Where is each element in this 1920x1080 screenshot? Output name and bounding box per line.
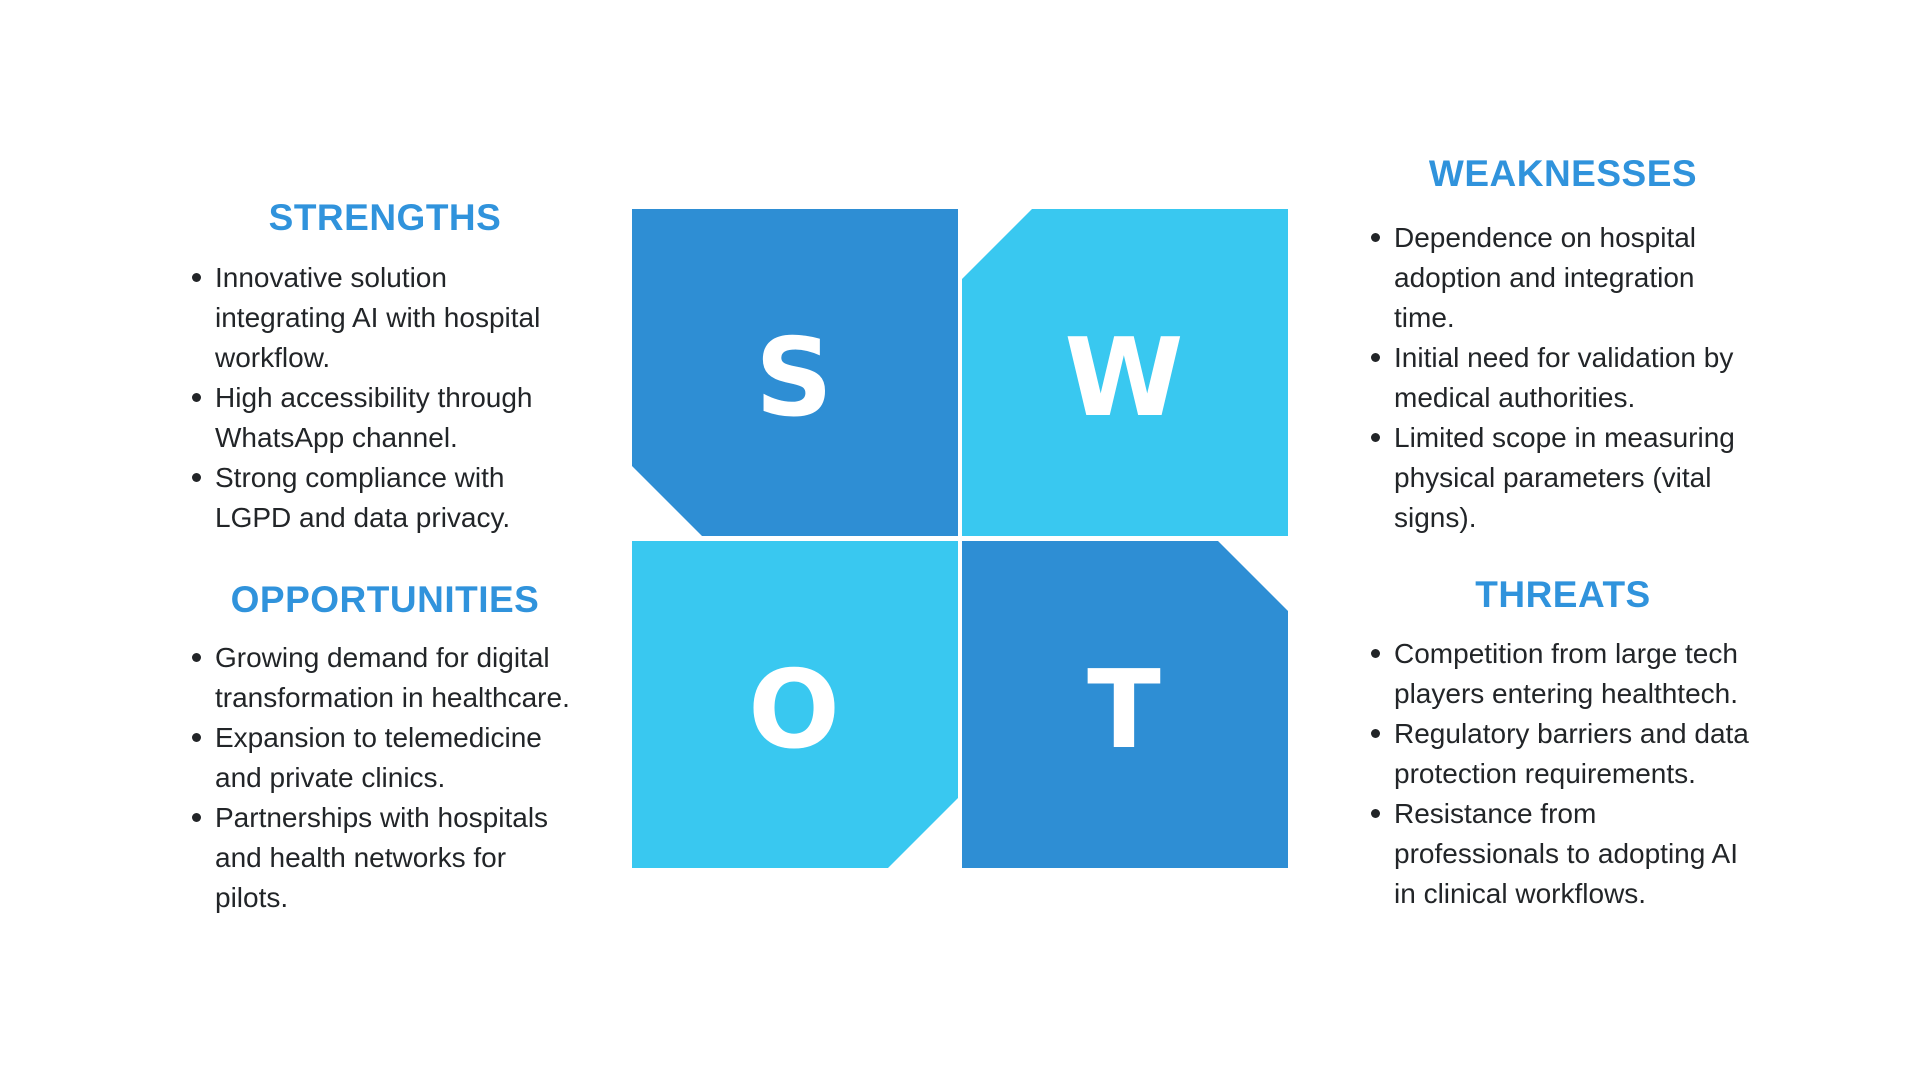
strengths-list: Innovative solution integrating AI with … [191,258,621,538]
swot-quadrant-graphic: S W O T [632,209,1288,868]
weaknesses-item: Initial need for validation by medical a… [1370,338,1810,418]
weaknesses-list: Dependence on hospital adoption and inte… [1370,218,1810,538]
strengths-letter: S [755,316,833,441]
opportunities-list: Growing demand for digital transformatio… [191,638,621,918]
weaknesses-letter: W [1064,316,1183,441]
opportunities-quadrant-shape [632,541,958,868]
weaknesses-item: Limited scope in measuring physical para… [1370,418,1810,538]
threats-item: Resistance from professionals to adoptin… [1370,794,1810,914]
weaknesses-item: Dependence on hospital adoption and inte… [1370,218,1810,338]
threats-item: Competition from large tech players ente… [1370,634,1810,714]
weaknesses-heading: WEAKNESSES [1428,153,1698,194]
opportunities-item: Expansion to telemedicine and private cl… [191,718,621,798]
strengths-heading: STRENGTHS [268,197,502,238]
threats-item: Regulatory barriers and data protection … [1370,714,1810,794]
strengths-quadrant-shape [632,209,958,536]
weaknesses-quadrant-shape [962,209,1288,536]
opportunities-item: Partnerships with hospitals and health n… [191,798,621,918]
strengths-item: Strong compliance with LGPD and data pri… [191,458,621,538]
opportunities-heading: OPPORTUNITIES [230,579,540,620]
threats-list: Competition from large tech players ente… [1370,634,1810,914]
strengths-item: Innovative solution integrating AI with … [191,258,621,378]
threats-heading: THREATS [1475,574,1651,615]
opportunities-letter: O [748,648,840,773]
opportunities-item: Growing demand for digital transformatio… [191,638,621,718]
threats-letter: T [1087,648,1161,773]
strengths-item: High accessibility through WhatsApp chan… [191,378,621,458]
threats-quadrant-shape [962,541,1288,868]
